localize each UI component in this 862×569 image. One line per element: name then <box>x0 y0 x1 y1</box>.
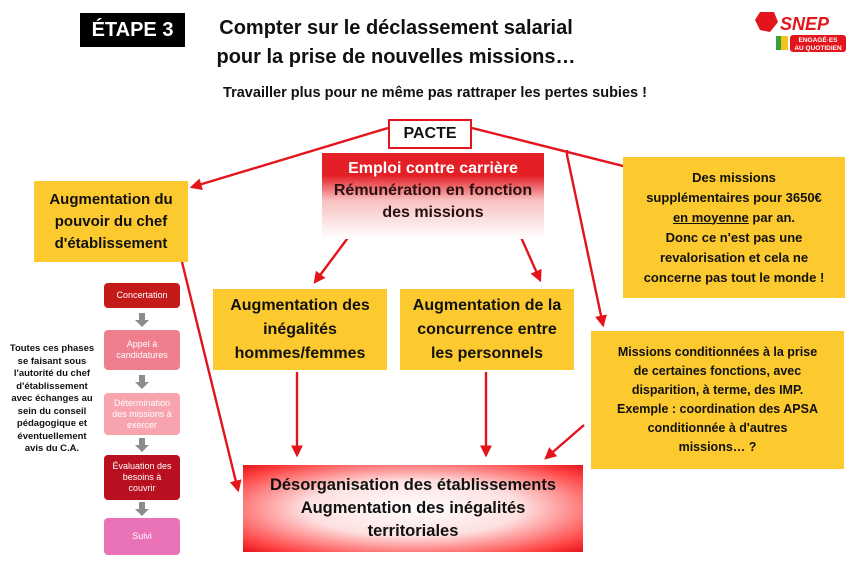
step3-line2: des missions à <box>112 408 172 419</box>
left-box-line2: pouvoir du chef <box>54 212 168 230</box>
step2-line1: Appel à <box>126 339 158 349</box>
arrow-pouvoir-to-desorg <box>180 261 242 493</box>
process-step-appel: Appel à candidatures <box>104 330 180 370</box>
left-box-line3: d'établissement <box>54 234 168 252</box>
inegalites-hommes-femmes-box: Augmentation des inégalités hommes/femme… <box>213 289 387 370</box>
mid-right-line3: les personnels <box>430 344 544 362</box>
right-box-line2: supplémentaires pour 3650€ <box>646 189 822 205</box>
concurrence-personnels-box: Augmentation de la concurrence entre les… <box>400 289 574 370</box>
page-subtitle: Travailler plus pour ne même pas rattrap… <box>223 85 647 101</box>
svg-text:ENGAGÉ·ES: ENGAGÉ·ES <box>798 35 838 44</box>
right-box-line3-rest: par an. <box>748 209 796 225</box>
right-box-line1: Des missions <box>692 169 776 185</box>
step3-line1: Détermination <box>113 397 171 408</box>
svg-text:AU QUOTIDIEN: AU QUOTIDIEN <box>794 45 842 52</box>
mid-right-line2: concurrence entre <box>417 320 557 338</box>
step1-line1: Concertation <box>116 290 168 300</box>
phases-note-line2: se faisant sous <box>17 355 87 367</box>
arrow-pacte-to-pouvoir <box>189 126 389 190</box>
center-line1: Emploi contre carrière <box>348 160 518 177</box>
cond-line3: disparition, à terme, des IMP. <box>631 383 804 397</box>
page-title-line2: pour la prise de nouvelles missions… <box>216 46 576 68</box>
left-box-line1: Augmentation du <box>49 190 173 208</box>
center-line2: Rémunération en fonction <box>333 182 533 199</box>
phases-note-line4: d'établissement <box>16 380 88 392</box>
process-arrow-down-icon <box>135 438 149 452</box>
process-arrow-down-icon <box>135 502 149 516</box>
step4-line3: couvrir <box>128 483 156 493</box>
phases-note-line1: Toutes ces phases <box>9 343 95 354</box>
mid-left-line2: inégalités <box>263 320 337 338</box>
bottom-line2: Augmentation des inégalités <box>300 499 526 517</box>
mid-right-line1: Augmentation de la <box>412 296 562 314</box>
missions-supplementaires-box: Des missions supplémentaires pour 3650€ … <box>623 157 845 298</box>
step5-line1: Suivi <box>132 531 152 541</box>
mid-left-line3: hommes/femmes <box>234 344 366 362</box>
center-line3: des missions <box>382 204 484 221</box>
process-step-suivi: Suivi <box>104 518 180 555</box>
pacte-box: PACTE <box>388 119 472 149</box>
phases-note-line9: avis du C.A. <box>24 443 80 454</box>
right-box-line4: Donc ce n'est pas une <box>665 229 803 245</box>
mid-left-line1: Augmentation des <box>230 296 370 314</box>
cond-line5: conditionnée à d'autres <box>647 421 788 435</box>
arrow-emploi-to-concur <box>518 234 542 283</box>
snep-logo: SNEP ENGAGÉ·ES AU QUOTIDIEN <box>755 12 846 52</box>
bottom-line3: territoriales <box>367 522 459 540</box>
arrow-pacte-to-cond <box>565 150 607 328</box>
cond-line2: de certaines fonctions, avec <box>633 364 802 378</box>
step3-line3: exercer <box>126 419 157 430</box>
phases-note-line8: éventuellement <box>17 430 87 442</box>
svg-text:SNEP: SNEP <box>780 14 830 34</box>
phases-note-line3: l'autorité du chef <box>13 368 91 379</box>
right-box-line3: en moyenne par an. <box>623 208 845 228</box>
page-title-line1: Compter sur le déclassement salarial <box>219 17 573 39</box>
phases-note-line7: pédagogique et <box>16 418 88 429</box>
step4-line1: Évaluation des <box>112 461 172 471</box>
step4-line2: besoins à <box>122 472 162 482</box>
right-box-line5: revalorisation et cela ne <box>659 249 809 265</box>
phases-note: Toutes ces phases se faisant sous l'auto… <box>6 343 98 456</box>
process-arrow-down-icon <box>135 375 149 389</box>
process-step-evaluation: Évaluation des besoins à couvrir <box>104 455 180 500</box>
bottom-line1: Désorganisation des établissements <box>269 476 557 494</box>
phases-note-line6: sein du conseil <box>17 405 87 417</box>
arrow-cond-to-desorg <box>544 424 585 460</box>
emploi-contre-carriere-box: Emploi contre carrière Rémunération en f… <box>322 153 544 239</box>
process-step-concertation: Concertation <box>104 283 180 308</box>
pouvoir-chef-box: Augmentation du pouvoir du chef d'établi… <box>34 181 188 262</box>
right-box-underline: en moyenne <box>672 209 749 225</box>
step2-line2: candidatures <box>116 350 168 360</box>
process-arrow-down-icon <box>135 313 149 327</box>
cond-line4: Exemple : coordination des APSA <box>617 402 818 416</box>
cond-line6: missions… ? <box>678 440 757 454</box>
process-step-determination: Détermination des missions à exercer <box>104 393 180 435</box>
missions-conditionnees-box: Missions conditionnées à la prise de cer… <box>591 331 844 469</box>
arrow-emploi-to-inegal <box>313 234 351 284</box>
right-box-line6: concerne pas tout le monde ! <box>643 269 825 285</box>
cond-line1: Missions conditionnées à la prise <box>617 345 818 359</box>
desorganisation-box: Désorganisation des établissements Augme… <box>243 465 583 552</box>
stage-badge: ÉTAPE 3 <box>80 13 185 47</box>
phases-note-line5: avec échanges au <box>11 393 93 404</box>
